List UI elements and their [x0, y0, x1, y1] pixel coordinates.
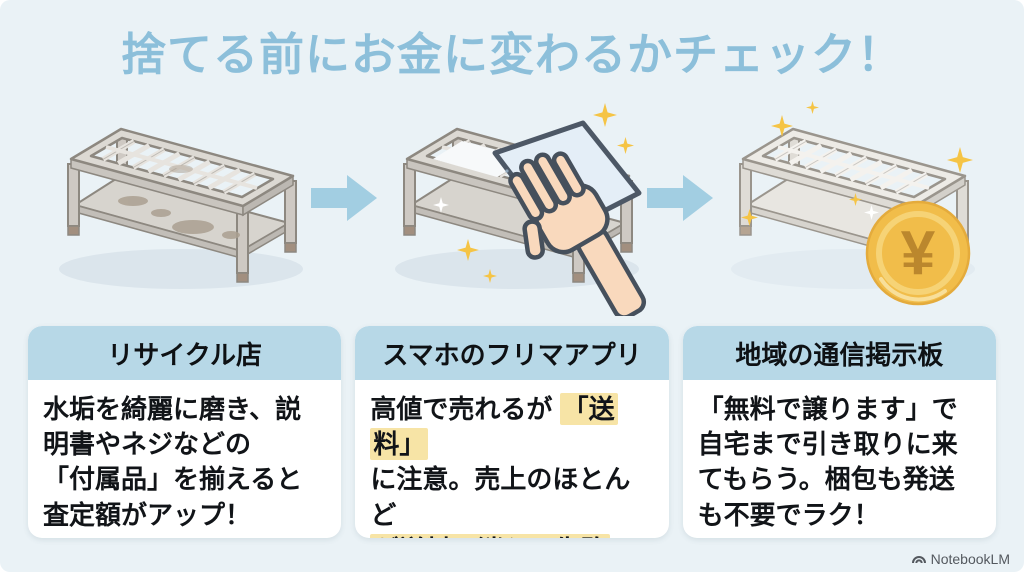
info-card: リサイクル店 水垢を綺麗に磨き、説 明書やネジなどの 「付属品」を揃えると 査定…: [28, 325, 342, 538]
body-text: 水垢を綺麗に磨き、説 明書やネジなどの 「付属品」を揃えると 査定額がアップ！: [43, 393, 303, 530]
cards-row: リサイクル店 水垢を綺麗に磨き、説 明書やネジなどの 「付属品」を揃えると 査定…: [28, 325, 996, 538]
dirty-bed-frame-icon: [41, 101, 311, 316]
watermark-label: NotebookLM: [930, 551, 1010, 567]
body-text: に注意。売上のほとんど: [370, 464, 631, 530]
watermark: NotebookLM: [911, 551, 1010, 567]
card-body: 「無料で譲ります」で 自宅まで引き取りに来 てもらう。梱包も発送 も不要でラク！: [683, 380, 996, 538]
card-header: スマホのフリマアプリ: [355, 325, 669, 380]
card-header: 地域の通信掲示板: [682, 325, 996, 380]
page-title: 捨てる前にお金に変わるかチェック！: [120, 29, 903, 80]
card-body: 高値で売れるが 「送料」 に注意。売上のほとんど が送料で消える失敗も。: [355, 380, 668, 538]
clean-bed-frame-icon: ¥: [713, 100, 983, 305]
cleaning-bed-frame-icon: [377, 102, 647, 316]
body-text: 高値で売れるが: [370, 393, 560, 424]
body-text: 「無料で譲ります」で 自宅まで引き取りに来 てもらう。梱包も発送 も不要でラク！: [697, 393, 958, 530]
steps-row: ¥: [0, 100, 1024, 316]
wiping-hand: [508, 150, 647, 316]
right-arrow-icon: [647, 174, 713, 221]
yen-symbol: ¥: [901, 219, 936, 288]
yen-coin-icon: ¥: [865, 200, 971, 305]
info-card: 地域の通信掲示板 「無料で譲ります」で 自宅まで引き取りに来 てもらう。梱包も発…: [682, 325, 996, 538]
card-body: 水垢を綺麗に磨き、説 明書やネジなどの 「付属品」を揃えると 査定額がアップ！: [28, 380, 341, 538]
notebooklm-logo-icon: [911, 556, 926, 564]
right-arrow-icon: [311, 174, 377, 221]
info-card: スマホのフリマアプリ 高値で売れるが 「送料」 に注意。売上のほとんど が送料で…: [355, 325, 669, 538]
highlighted-text: が送料で消える失敗も。: [370, 533, 610, 538]
card-header: リサイクル店: [28, 325, 342, 380]
dirt-stains: [118, 164, 240, 239]
